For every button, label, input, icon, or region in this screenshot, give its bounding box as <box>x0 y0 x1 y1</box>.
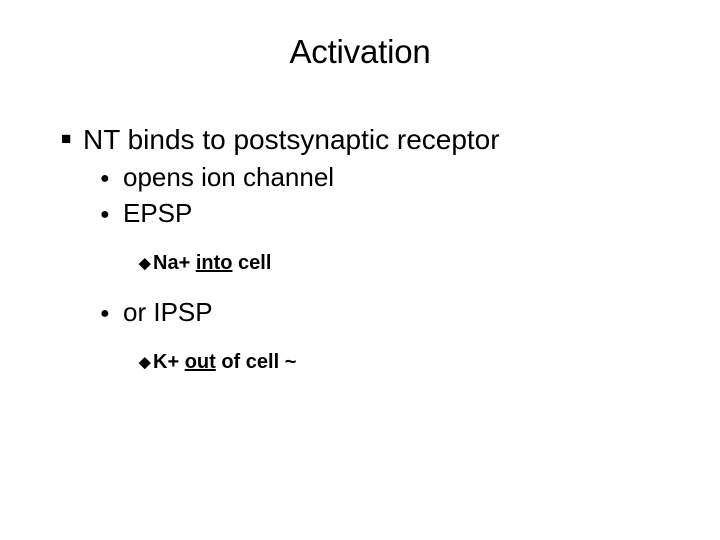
text-fragment-after: of cell ~ <box>215 351 297 373</box>
text-fragment-before: Na+ <box>153 252 196 274</box>
slide-body-outline: ■ NT binds to postsynaptic receptor ● op… <box>0 122 720 375</box>
outline-item-level3: ◆ K+ out of cell ~ <box>139 349 297 375</box>
text-fragment-after: cell <box>232 252 272 274</box>
outline-item-level2: ● opens ion channel <box>100 162 335 192</box>
outline-text-na-into-cell: Na+ into cell <box>153 250 271 276</box>
outline-item-level1: ■ NT binds to postsynaptic receptor <box>0 122 720 158</box>
outline-text-or-ipsp: or IPSP <box>123 297 213 327</box>
outline-text-opens-ion-channel: opens ion channel <box>123 162 335 192</box>
text-fragment-underlined: out <box>184 351 216 373</box>
outline-text-k-out-of-cell: K+ out of cell ~ <box>153 349 296 375</box>
outline-text-epsp: EPSP <box>123 198 193 228</box>
outline-item-level2: ● or IPSP <box>100 297 213 327</box>
text-fragment-underlined: into <box>195 252 233 274</box>
outline-item-level2: ● EPSP <box>100 198 193 228</box>
slide-title: Activation <box>289 33 431 70</box>
outline-text-nt-binds: NT binds to postsynaptic receptor <box>83 124 500 155</box>
text-fragment-before: K+ <box>153 351 185 373</box>
outline-item-level3: ◆ Na+ into cell <box>139 250 272 276</box>
